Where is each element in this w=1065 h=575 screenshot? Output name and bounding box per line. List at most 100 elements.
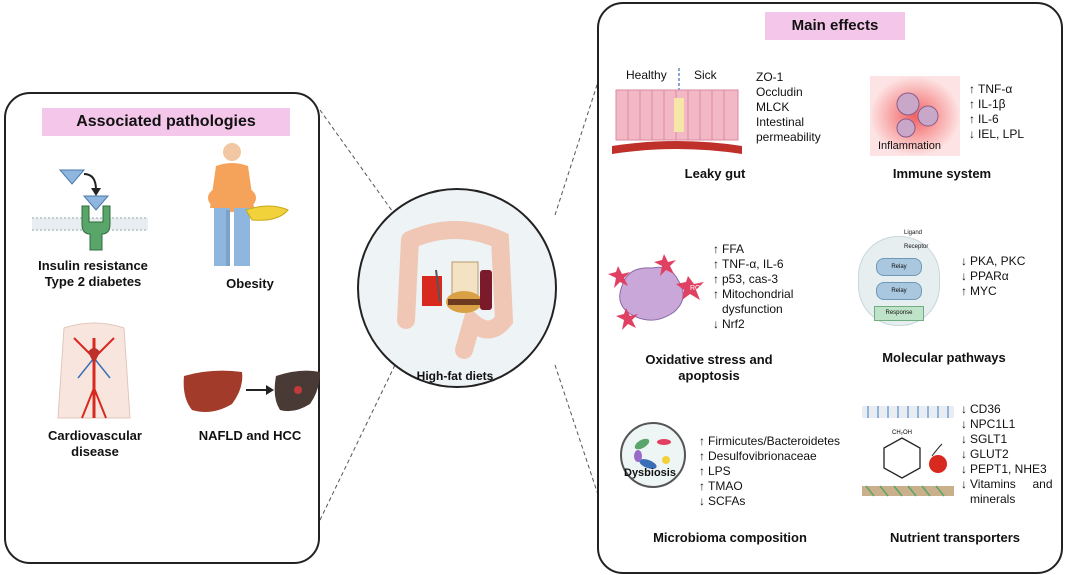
- oxidative-text: Mitochondrial: [722, 287, 794, 301]
- oxidative-arrow: ↓: [713, 317, 719, 331]
- leaky-item: Occludin: [744, 85, 821, 100]
- immune-arrow: ↑: [969, 97, 975, 111]
- transporter-text: GLUT2: [970, 447, 1009, 461]
- leaky-text: ZO-1: [756, 70, 784, 84]
- cardiovascular-body-icon: [57, 322, 131, 419]
- microbiome-item: ↑LPS: [696, 464, 840, 479]
- high-fat-diets-label: High-fat diets: [416, 369, 494, 383]
- transporter-item: ↓PEPT1, NHE3: [958, 462, 1053, 477]
- dysbiosis-icon: [620, 422, 686, 488]
- microbioma-composition-label: Microbioma composition: [653, 530, 807, 545]
- relay-box-1: Relay: [876, 258, 922, 276]
- molecular-item: ↓PKA, PKC: [958, 254, 1025, 269]
- leaky-gut-label: Leaky gut: [684, 166, 746, 181]
- oxidative-list: ↑FFA ↑TNF-α, IL-6 ↑p53, cas-3 ↑Mitochond…: [710, 242, 793, 332]
- oxidative-item: ↓Nrf2: [710, 317, 793, 332]
- sick-label: Sick: [694, 68, 717, 82]
- transporter-arrow: ↓: [961, 477, 967, 491]
- transporter-item: ↓Vitamins and: [958, 477, 1053, 492]
- immune-item: ↑IL-1β: [966, 97, 1024, 112]
- nutrient-transporters-label: Nutrient transporters: [889, 530, 1021, 545]
- oxidative-item: dysfunction: [710, 302, 793, 317]
- microbiome-list: ↑Firmicutes/Bacteroidetes ↑Desulfovibrio…: [696, 434, 840, 509]
- leaky-text: Intestinal: [756, 115, 805, 129]
- immune-text: IEL, LPL: [978, 127, 1025, 141]
- transporter-arrow: ↓: [961, 447, 967, 461]
- oxidative-item: ↑p53, cas-3: [710, 272, 793, 287]
- immune-item: ↓IEL, LPL: [966, 127, 1024, 142]
- oxidative-item: ↑Mitochondrial: [710, 287, 793, 302]
- main-effects-title: Main effects: [765, 12, 905, 40]
- obesity-person-icon: [208, 143, 289, 266]
- receptor-label: Receptor: [904, 244, 929, 250]
- leaky-text: Occludin: [756, 85, 803, 99]
- leaky-text: permeability: [756, 130, 821, 144]
- transporters-list: ↓CD36 ↓NPC1L1 ↓SGLT1 ↓GLUT2 ↓PEPT1, NHE3…: [958, 402, 1053, 507]
- microbiome-text: TMAO: [708, 479, 743, 493]
- immune-arrow: ↑: [969, 112, 975, 126]
- immune-item: ↑IL-6: [966, 112, 1024, 127]
- transporter-item: ↓SGLT1: [958, 432, 1053, 447]
- molecular-item: ↓PPARα: [958, 269, 1025, 284]
- transporter-text: CD36: [970, 402, 1001, 416]
- molecular-arrow: ↓: [961, 254, 967, 268]
- microbiome-text: Desulfovibrionaceae: [708, 449, 817, 463]
- transporter-arrow: ↓: [961, 417, 967, 431]
- immune-list: ↑TNF-α ↑IL-1β ↑IL-6 ↓IEL, LPL: [966, 82, 1024, 142]
- insulin-receptor-icon: [32, 169, 148, 251]
- leaky-text: MLCK: [756, 100, 790, 114]
- transporter-arrow: ↓: [961, 462, 967, 476]
- oxidative-text: FFA: [722, 242, 745, 256]
- microbiome-arrow: ↑: [699, 434, 705, 448]
- dysbiosis-label: Dysbiosis: [624, 467, 676, 479]
- oxidative-arrow: ↑: [713, 287, 719, 301]
- inflammation-icon: [870, 76, 960, 156]
- microbiome-text: SCFAs: [708, 494, 746, 508]
- obesity-label: Obesity: [226, 276, 274, 291]
- transporter-item: ↓NPC1L1: [958, 417, 1053, 432]
- nutrient-transporter-icon: CH₂OH: [862, 406, 954, 497]
- transporter-arrow: ↓: [961, 432, 967, 446]
- microbiome-arrow: ↑: [699, 449, 705, 463]
- immune-text: TNF-α: [978, 82, 1013, 96]
- oxidative-text: Nrf2: [722, 317, 745, 331]
- colon-food-icon: [397, 221, 514, 359]
- leaky-item: Intestinal: [744, 115, 821, 130]
- liver-icon: [183, 370, 320, 412]
- molecular-pathways-label: Molecular pathways: [882, 350, 1006, 365]
- oxidative-arrow: ↑: [713, 257, 719, 271]
- microbiome-arrow: ↑: [699, 479, 705, 493]
- cell-signaling-icon: [858, 236, 940, 326]
- microbiome-arrow: ↑: [699, 464, 705, 478]
- leaky-item: permeability: [744, 130, 821, 145]
- oxidative-arrow: ↑: [713, 272, 719, 286]
- transporter-item: ↓GLUT2: [958, 447, 1053, 462]
- associated-pathologies-title: Associated pathologies: [42, 108, 290, 136]
- svg-text:CH₂OH: CH₂OH: [892, 430, 912, 436]
- inflammation-label: Inflammation: [878, 140, 941, 152]
- leaky-gut-list: ZO-1 Occludin MLCK Intestinal permeabili…: [744, 70, 821, 145]
- intestinal-villi-icon: [612, 68, 742, 154]
- transporter-arrow: ↓: [961, 402, 967, 416]
- microbiome-arrow: ↓: [699, 494, 705, 508]
- oxidative-item: ↑FFA: [710, 242, 793, 257]
- molecular-arrow: ↑: [961, 284, 967, 298]
- oxidative-text: dysfunction: [722, 302, 783, 316]
- immune-text: IL-1β: [978, 97, 1006, 111]
- oxidative-item: ↑TNF-α, IL-6: [710, 257, 793, 272]
- microbiome-item: ↓SCFAs: [696, 494, 840, 509]
- leaky-item: MLCK: [744, 100, 821, 115]
- relay-box-2: Relay: [876, 282, 922, 300]
- immune-system-label: Immune system: [892, 166, 992, 181]
- transporter-text: NPC1L1: [970, 417, 1016, 431]
- transporter-item: ↓CD36: [958, 402, 1053, 417]
- molecular-arrow: ↓: [961, 269, 967, 283]
- nafld-hcc-label: NAFLD and HCC: [198, 428, 302, 443]
- oxidative-stress-icon: ROS: [608, 254, 706, 330]
- immune-arrow: ↑: [969, 82, 975, 96]
- molecular-item: ↑MYC: [958, 284, 1025, 299]
- healthy-label: Healthy: [626, 68, 667, 82]
